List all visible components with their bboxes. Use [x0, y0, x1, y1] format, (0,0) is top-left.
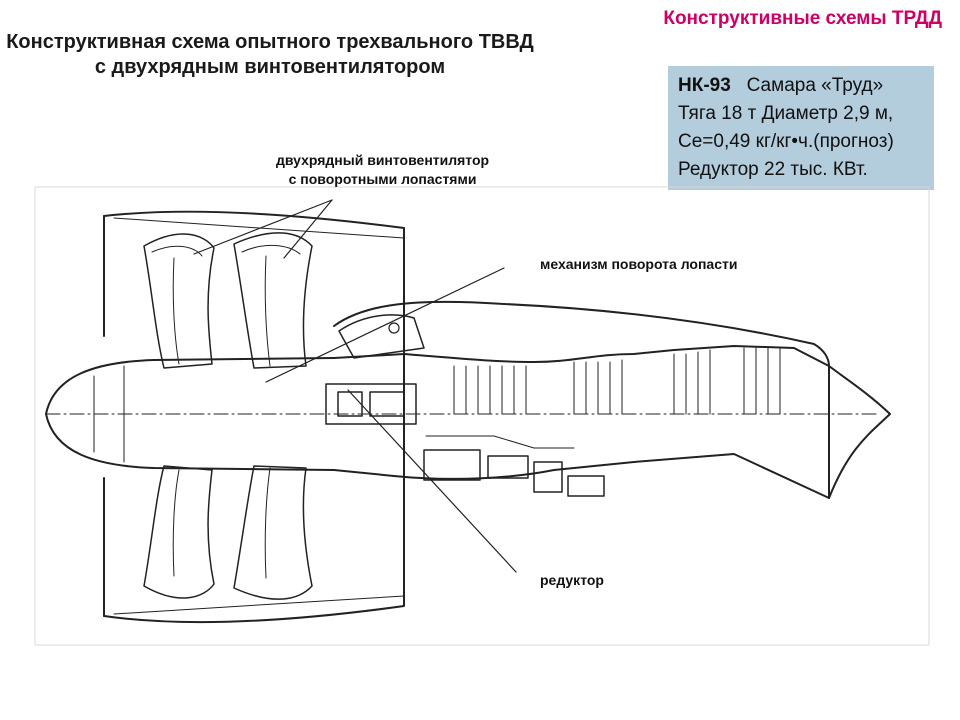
callout-leaders: [193, 199, 517, 573]
blade-pitch-housing: [338, 314, 425, 359]
propfan-outline: [103, 210, 405, 623]
gearbox-assembly: [325, 383, 605, 497]
propfan-callout-line-2: с поворотными лопастями: [288, 171, 477, 187]
core-casing-upper: [333, 345, 830, 499]
page-title-line-1: Конструктивная схема опытного трехвально…: [6, 31, 534, 53]
engine-info-line-3: Се=0,49 кг/кг•ч.(прогноз): [678, 131, 894, 152]
leader-propfan-rear: [283, 199, 333, 259]
rear-row-blades-lower: [233, 465, 313, 600]
front-row-blades-lower: [143, 465, 215, 599]
section-title: Конструктивные схемы ТРДД: [663, 8, 942, 29]
engine-maker: Самара «Труд»: [746, 75, 884, 96]
engine-info-line-2: Тяга 18 т Диаметр 2,9 м,: [678, 103, 894, 124]
leader-blade-mechanism: [265, 267, 505, 383]
engine-info-line-4: Редуктор 22 тыс. КВт.: [678, 159, 868, 180]
engine-model: НК-93: [678, 75, 731, 96]
blade-mechanism-callout: механизм поворота лопасти: [540, 256, 738, 272]
exhaust-cone: [828, 365, 891, 499]
leader-gearbox: [347, 389, 517, 573]
leader-propfan-front: [193, 199, 333, 255]
propfan-callout-line-1: двухрядный винтовентилятор: [276, 152, 490, 168]
front-row-blades-upper: [143, 233, 215, 369]
page-title: Конструктивная схема опытного трехвально…: [0, 30, 540, 80]
rear-row-blades-upper: [233, 232, 313, 369]
page-title-line-2: с двухрядным винтовентилятором: [94, 56, 446, 78]
engine-info-line-1: НК-93 Самара «Труд»: [678, 72, 924, 100]
engine-drawing: [34, 186, 930, 646]
compressor-stages: [453, 347, 781, 415]
nacelle-cowl-upper: [333, 300, 830, 367]
propfan-callout: двухрядный винтовентилятор с поворотными…: [276, 151, 489, 189]
engine-info-box: НК-93 Самара «Труд» Тяга 18 т Диаметр 2,…: [668, 66, 934, 190]
gearbox-callout: редуктор: [540, 572, 604, 588]
nose-spinner: [45, 357, 335, 471]
drawing-frame: [34, 186, 930, 646]
